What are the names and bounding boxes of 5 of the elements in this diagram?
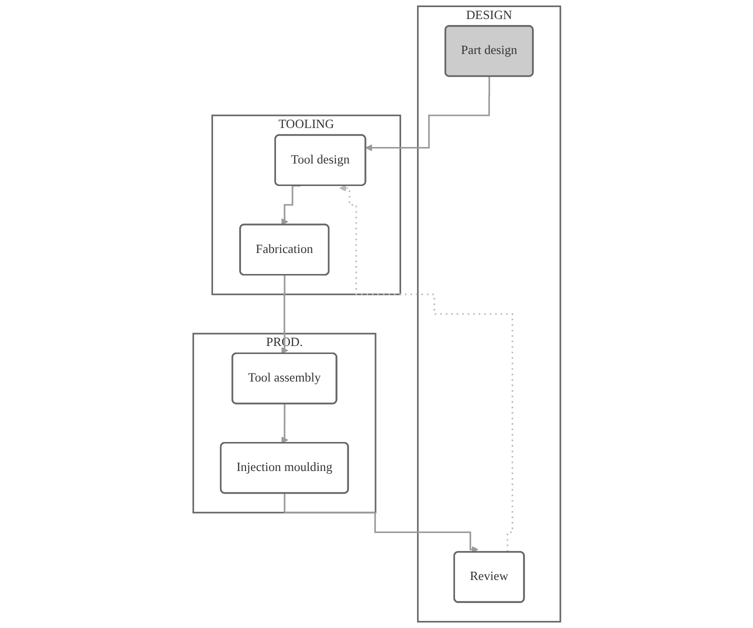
arrow [280,274,288,354]
arrow [280,403,288,444]
arrow [365,76,490,152]
arrow [339,184,513,554]
arrow [284,492,478,553]
